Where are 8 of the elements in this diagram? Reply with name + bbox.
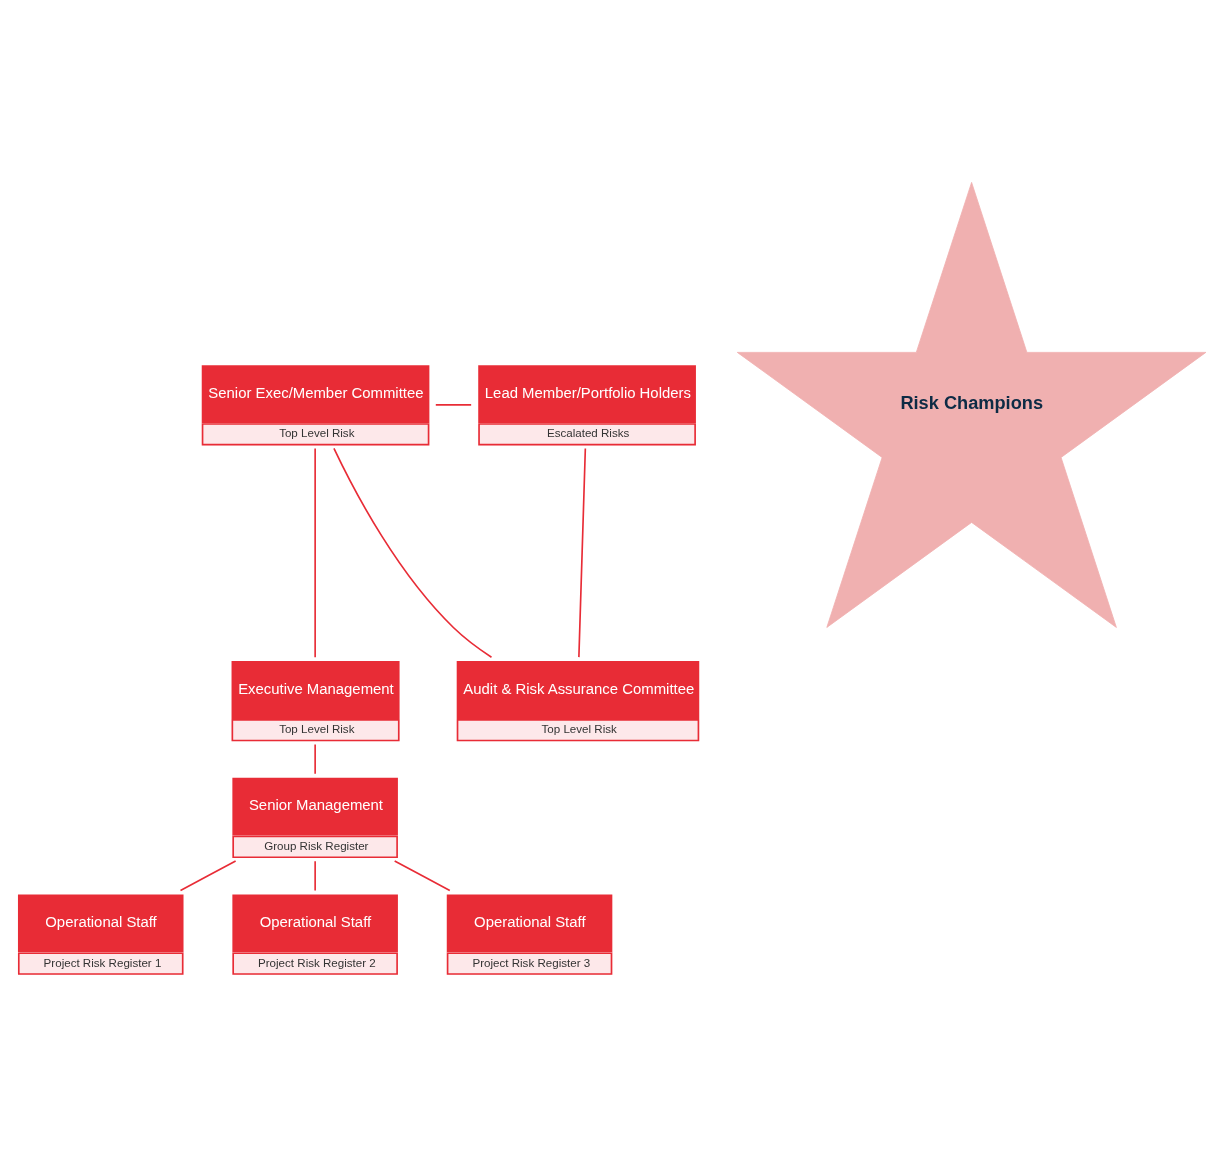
connector [314,743,316,775]
connector [434,404,472,406]
connector [578,447,587,658]
connector [314,860,316,892]
connector [333,447,493,659]
connector [179,860,237,892]
connector [393,860,451,892]
connector [314,447,316,658]
